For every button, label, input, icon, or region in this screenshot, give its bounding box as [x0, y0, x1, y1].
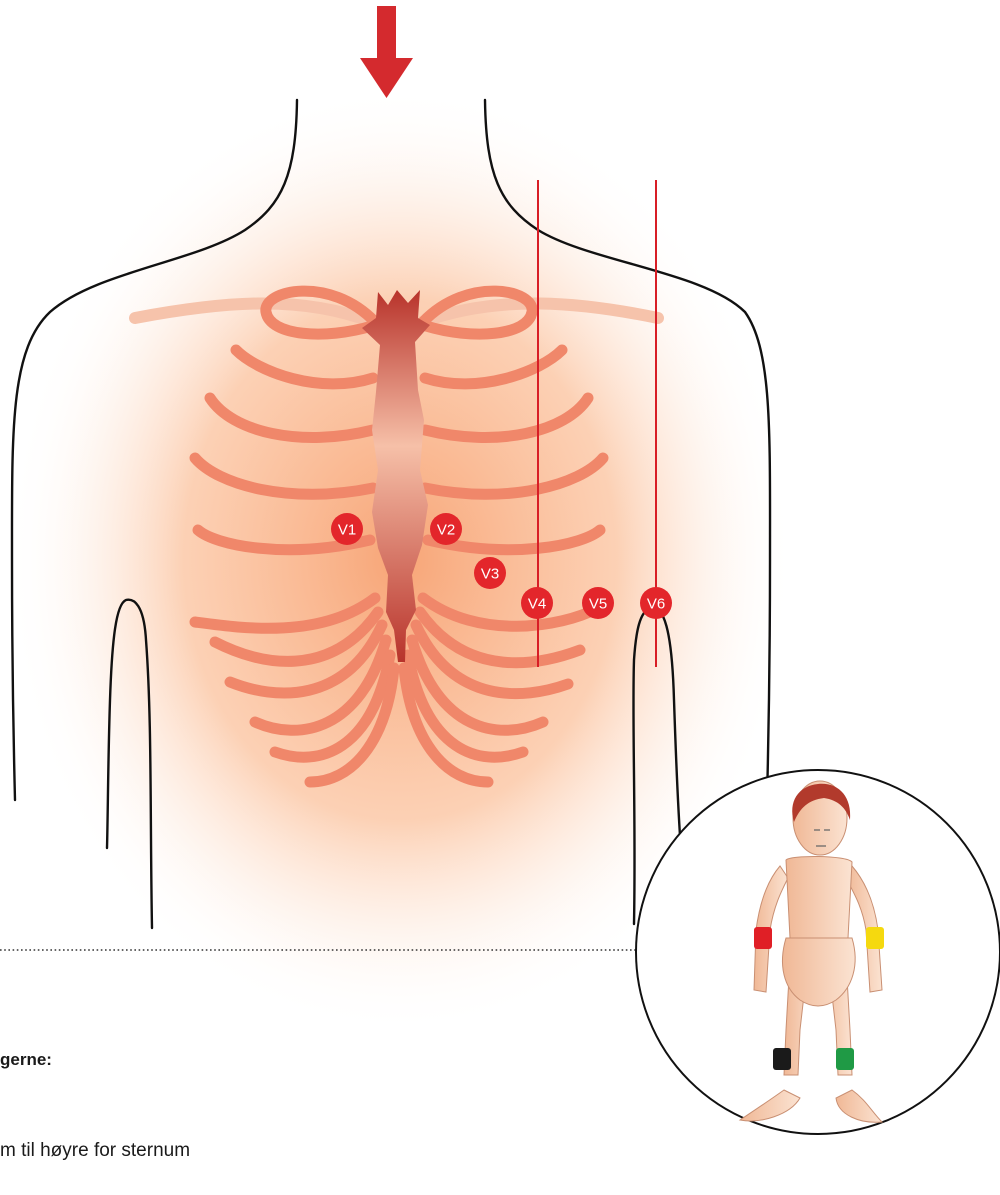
electrode-v5: V5 [582, 587, 614, 619]
electrode-label: V4 [528, 596, 546, 613]
right-arm-cuff [754, 927, 772, 949]
electrode-label: V6 [647, 596, 665, 613]
electrode-label: V1 [338, 522, 356, 539]
electrode-v3: V3 [474, 557, 506, 589]
right-leg-cuff [773, 1048, 791, 1070]
caption-line: m til høyre for sternum [0, 1140, 190, 1162]
left-arm-cuff [866, 927, 884, 949]
caption-heading: gerne: [0, 1050, 52, 1070]
electrode-label: V3 [481, 566, 499, 583]
left-leg-cuff [836, 1048, 854, 1070]
limb-lead-inset [636, 770, 1000, 1134]
electrode-label: V2 [437, 522, 455, 539]
electrode-v4: V4 [521, 587, 553, 619]
down-arrow-icon [360, 6, 413, 98]
electrode-v6: V6 [640, 587, 672, 619]
electrode-v2: V2 [430, 513, 462, 545]
electrode-label: V5 [589, 596, 607, 613]
electrode-v1: V1 [331, 513, 363, 545]
